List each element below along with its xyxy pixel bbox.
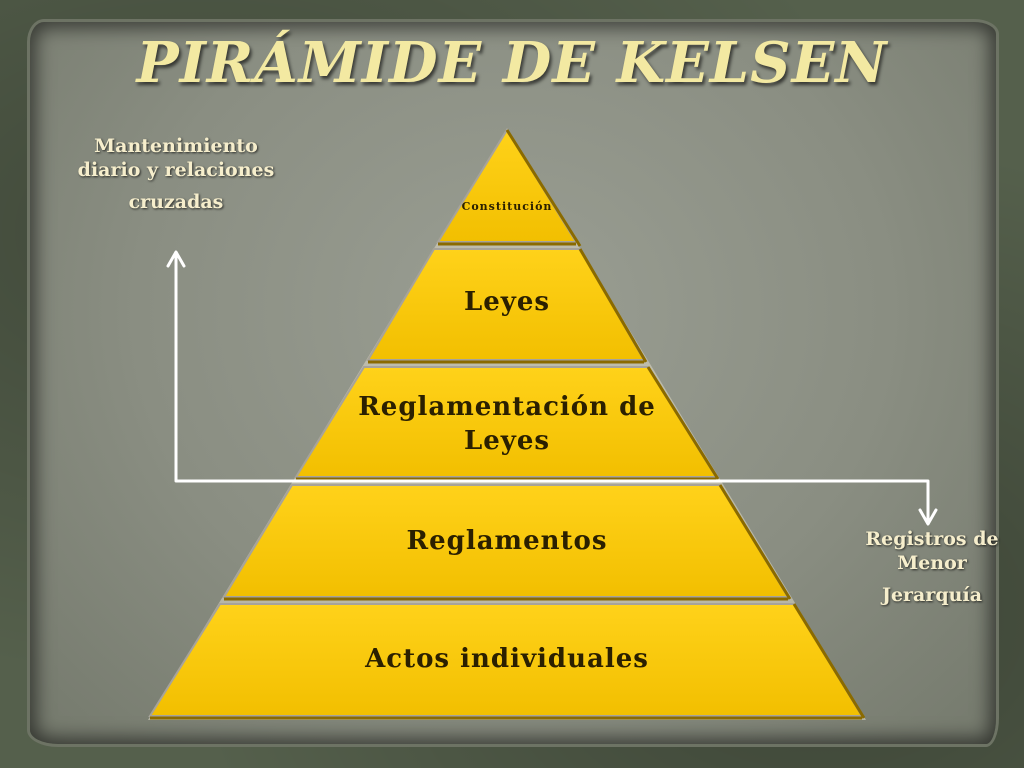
tier-label-leyes: Leyes — [463, 287, 551, 317]
arrow-down-head-icon — [918, 508, 938, 526]
right-annotation: Registros de Menor Jerarquía — [852, 527, 1012, 607]
tier-label-constitucion: Constitución — [461, 200, 553, 213]
arrow-up-head-icon — [166, 250, 186, 268]
left-annotation-subtext: cruzadas — [128, 191, 224, 213]
tier-constitucion — [436, 128, 578, 243]
page-title: PIRÁMIDE DE KELSEN — [136, 30, 888, 96]
right-annotation-text: Registros de Menor — [865, 528, 999, 574]
tier-label-actos: Actos individuales — [365, 644, 649, 674]
right-annotation-subtext: Jerarquía — [881, 584, 983, 606]
left-annotation: Mantenimiento diario y relaciones cruzad… — [62, 134, 290, 214]
pyramid-tiers — [148, 128, 866, 720]
left-annotation-text: Mantenimiento diario y relaciones — [77, 135, 275, 181]
tier-label-reglamentacion: Reglamentación de Leyes — [358, 392, 656, 456]
tier-label-reglamentos: Reglamentos — [406, 526, 608, 556]
